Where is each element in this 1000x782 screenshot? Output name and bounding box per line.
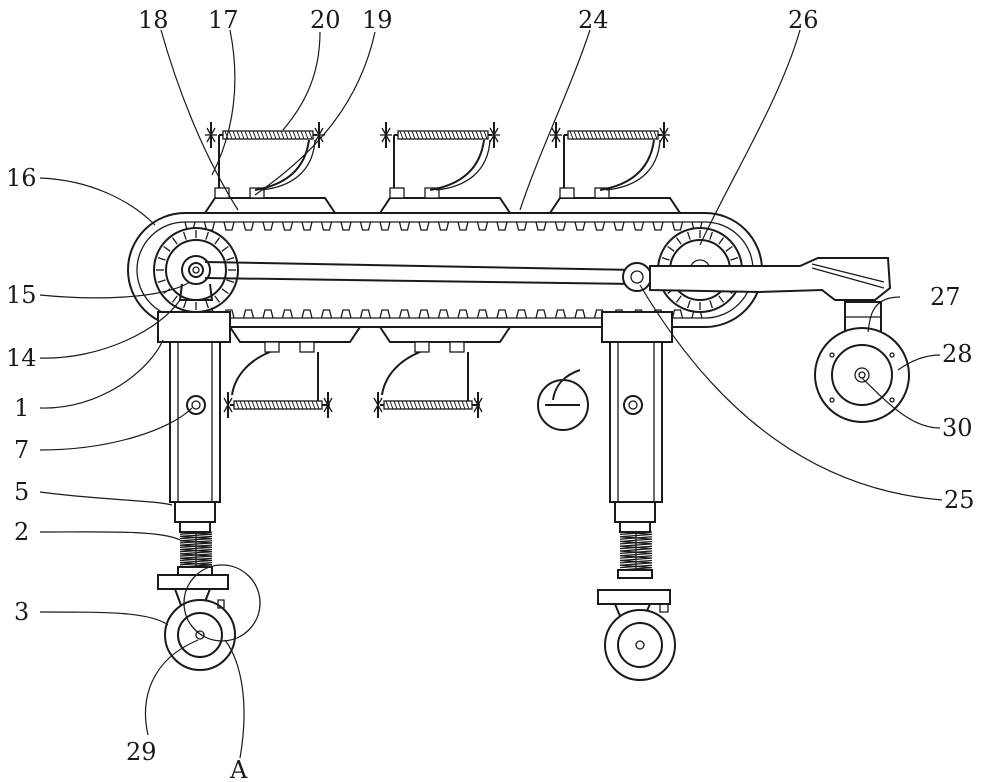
label-A: A [229, 756, 248, 782]
bottom-brackets [223, 326, 512, 418]
label-25: 25 [944, 486, 975, 514]
label-14: 14 [6, 344, 37, 372]
label-26: 26 [788, 6, 819, 34]
label-28: 28 [942, 340, 973, 368]
label-17: 17 [208, 6, 239, 34]
top-brackets [203, 122, 682, 214]
left-leg [157, 311, 261, 671]
label-19: 19 [362, 6, 393, 34]
link-rod [204, 261, 652, 292]
side-roller [537, 369, 589, 431]
label-15: 15 [6, 281, 37, 309]
label-2: 2 [14, 518, 29, 546]
label-16: 16 [6, 164, 37, 192]
conveyor-belt [127, 212, 763, 328]
label-1: 1 [14, 394, 29, 422]
label-24: 24 [578, 6, 609, 34]
label-27: 27 [930, 283, 961, 311]
label-3: 3 [14, 598, 29, 626]
label-5: 5 [14, 478, 29, 506]
motor-wheel [814, 327, 910, 423]
label-30: 30 [942, 414, 973, 442]
belt-teeth-top [184, 221, 703, 231]
right-leg [597, 311, 676, 681]
part-labels: 18 17 20 19 24 26 16 15 14 1 7 5 2 3 29 … [6, 6, 975, 782]
label-29: 29 [126, 738, 157, 766]
label-20: 20 [310, 6, 341, 34]
leader-lines [39, 29, 943, 759]
label-7: 7 [14, 436, 29, 464]
left-sprocket [153, 227, 239, 313]
label-18: 18 [138, 6, 169, 34]
